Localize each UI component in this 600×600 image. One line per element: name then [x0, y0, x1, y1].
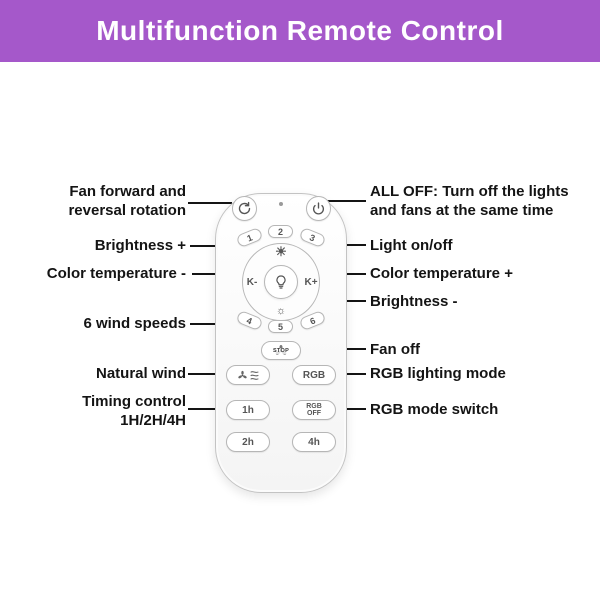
label-natural-wind: Natural wind [95, 365, 186, 382]
label-wind-speeds: 6 wind speeds [83, 315, 186, 332]
label-fan-rotation: Fan forward and reversal rotation [68, 183, 186, 219]
label-brightness-plus: Brightness + [94, 237, 186, 254]
stop-label: STOP [271, 347, 291, 354]
speed-button-5[interactable]: 5 [268, 320, 293, 333]
speed-button-2[interactable]: 2 [268, 225, 293, 238]
label-light-onoff: Light on/off [370, 237, 453, 254]
power-icon [312, 202, 325, 215]
fan-stop-icon: STOP [271, 344, 291, 358]
label-color-temp-minus: Color temperature - [46, 265, 186, 282]
rgb-lighting-button[interactable]: RGB [292, 365, 336, 385]
ir-led-dot [279, 202, 283, 206]
rgb-mode-switch-button[interactable]: RGB OFF [292, 400, 336, 420]
rotate-icon [237, 201, 252, 216]
all-off-power-button[interactable] [306, 196, 331, 221]
pointer-line-all-off [326, 200, 366, 202]
light-bulb-icon [273, 274, 289, 290]
label-rgb-lighting: RGB lighting mode [370, 365, 506, 382]
pointer-line-rgb-switch [336, 408, 366, 410]
label-brightness-minus: Brightness - [370, 293, 458, 310]
timer-4h-button[interactable]: 4h [292, 432, 336, 452]
rgb-off-label: RGB OFF [306, 403, 322, 417]
header-banner: Multifunction Remote Control [0, 0, 600, 62]
pointer-line-rgb-lighting [336, 373, 366, 375]
light-onoff-button[interactable] [264, 265, 298, 299]
brightness-plus-button[interactable]: ☀ [275, 244, 287, 259]
fan-off-button[interactable]: STOP [261, 341, 301, 360]
color-temp-minus-button[interactable]: K- [246, 276, 258, 288]
pointer-line-natural-wind [188, 373, 230, 375]
label-all-off: ALL OFF: Turn off the lights and fans at… [370, 183, 569, 219]
timer-2h-button[interactable]: 2h [226, 432, 270, 452]
color-temp-plus-button[interactable]: K+ [304, 276, 318, 288]
natural-wind-icon [237, 370, 259, 381]
page-title: Multifunction Remote Control [96, 15, 504, 46]
pointer-line-timing [188, 408, 230, 410]
timer-1h-button[interactable]: 1h [226, 400, 270, 420]
label-fan-off: Fan off [370, 341, 420, 358]
label-color-temp-plus: Color temperature + [370, 265, 513, 282]
label-timing-control: Timing control 1H/2H/4H [82, 393, 186, 429]
label-rgb-switch: RGB mode switch [370, 401, 499, 418]
speed-button-1[interactable]: 1 [235, 226, 264, 249]
fan-rotation-button[interactable] [232, 196, 257, 221]
brightness-minus-button[interactable]: ☼ [275, 305, 287, 317]
remote-body: 1 2 3 ☀ ☼ K- K+ 4 5 6 [215, 193, 347, 493]
pointer-line-fan-rotation [188, 202, 232, 204]
speed-button-3[interactable]: 3 [298, 226, 327, 249]
natural-wind-button[interactable] [226, 365, 270, 385]
